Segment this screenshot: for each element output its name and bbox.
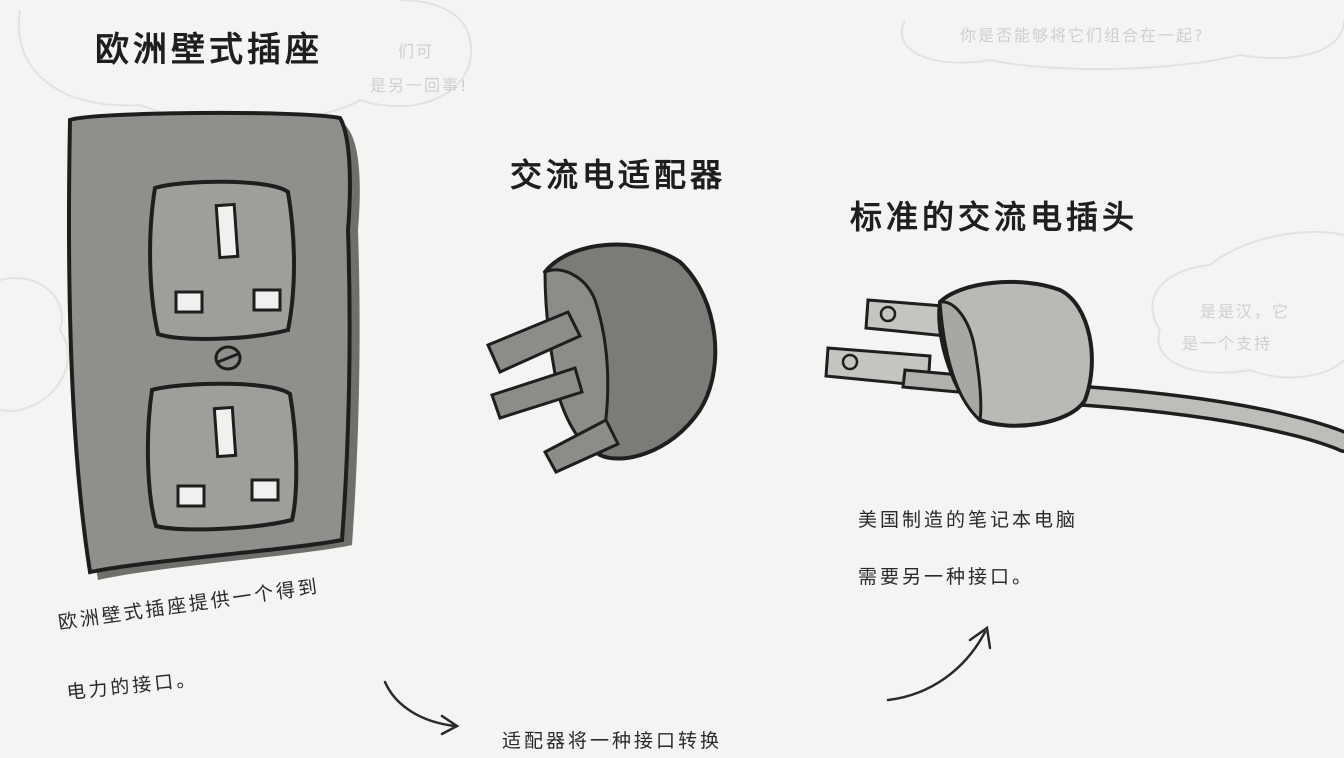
note-plug-line1: 美国制造的笔记本电脑 (858, 505, 1078, 532)
upper-right-slot (254, 290, 280, 310)
bg-fragment-top-left-1: 们可 (398, 38, 434, 62)
bg-fragment-top-right: 你是否能够将它们组合在一起? (960, 22, 1205, 46)
label-standard-plug: 标准的交流电插头 (850, 192, 1138, 238)
ac-adapter (488, 245, 715, 472)
cloud-left (0, 278, 68, 411)
arrow-right-curve (888, 632, 985, 700)
lower-left-slot (178, 486, 204, 506)
label-ac-adapter: 交流电适配器 (510, 150, 726, 196)
arrows (385, 628, 990, 734)
bg-fragment-right-1: 是是汉，它 (1200, 298, 1290, 322)
bg-fragment-top-left-2: 是另一回事! (370, 72, 468, 96)
upper-left-slot (176, 292, 202, 312)
upper-earth-slot (216, 204, 238, 257)
note-adapter-bottom: 适配器将一种接口转换 (502, 726, 722, 753)
note-plug-line2: 需要另一种接口。 (858, 562, 1034, 589)
euro-wall-outlet (69, 113, 360, 580)
arrow-right-head (970, 628, 990, 648)
label-euro-outlet: 欧洲壁式插座 (95, 22, 323, 71)
bg-fragment-right-2: 是一个支持 (1182, 330, 1272, 354)
arrow-left-curve (385, 682, 455, 726)
lower-earth-slot (214, 407, 235, 456)
lower-right-slot (252, 480, 278, 500)
